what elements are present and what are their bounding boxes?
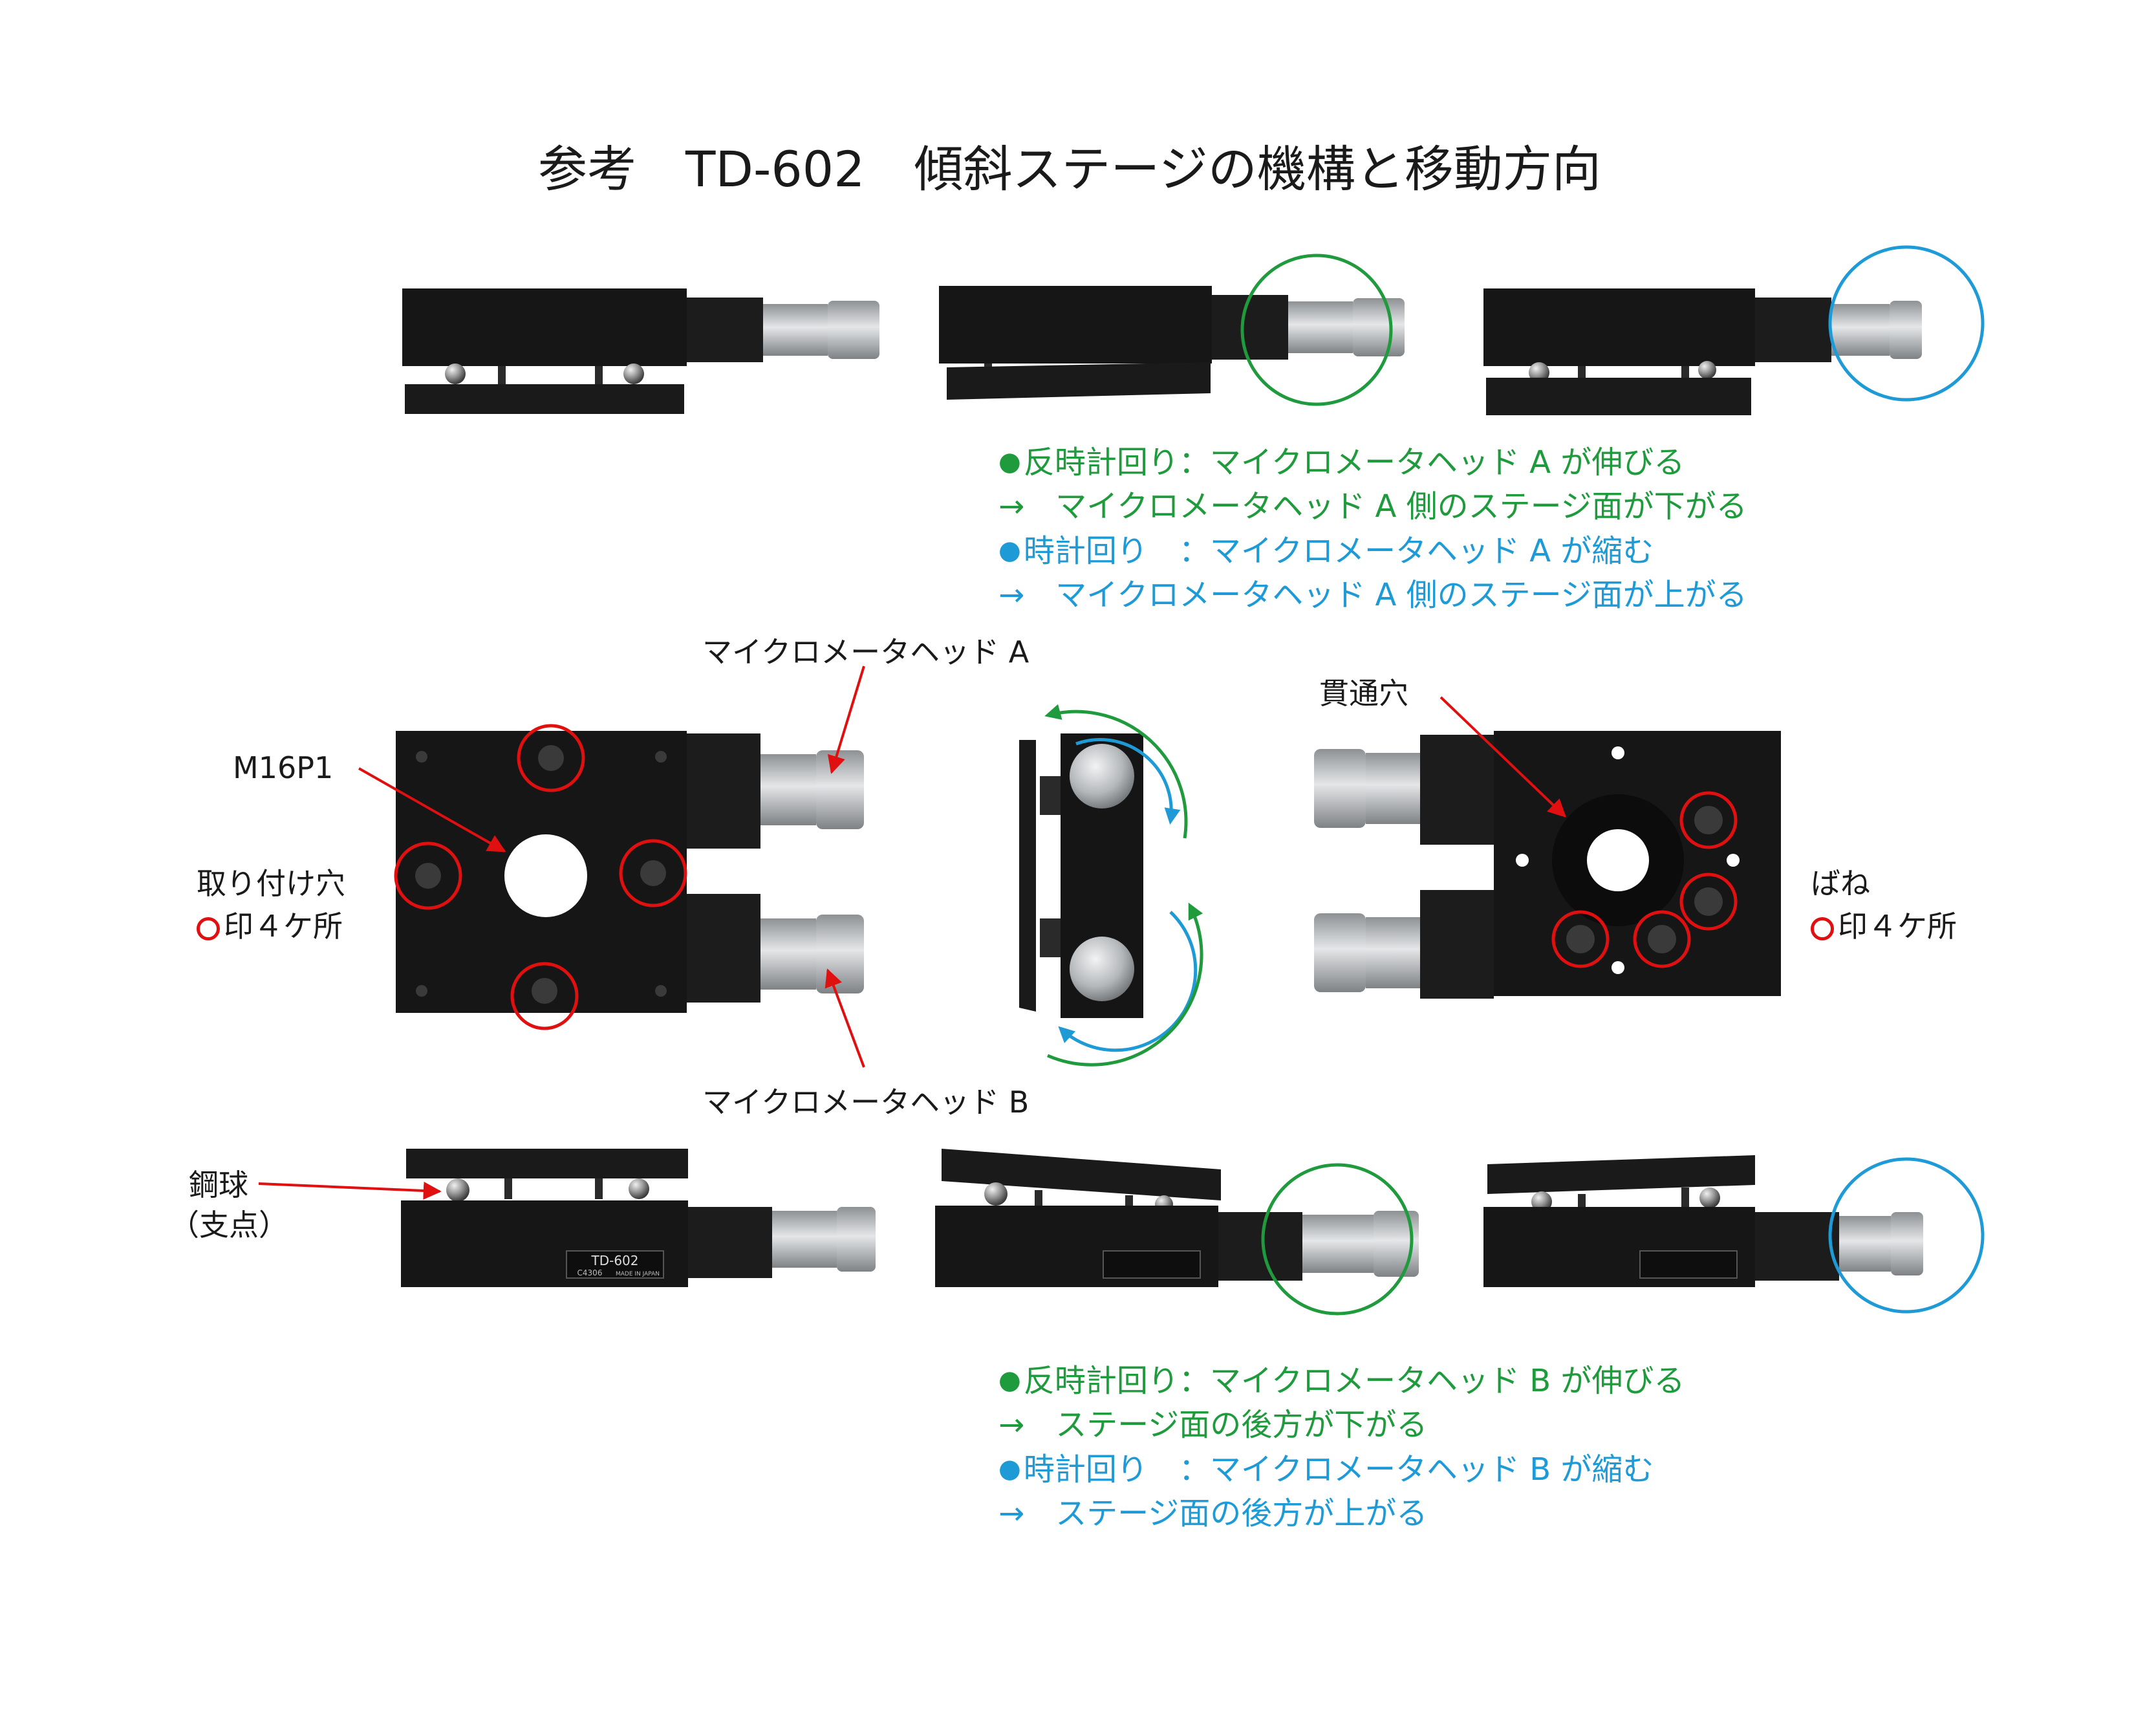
plate-code-text: C4306 bbox=[577, 1268, 603, 1277]
note-text: → マイクロメータヘッド A 側のステージ面が上がる bbox=[998, 577, 1747, 613]
plate-model-text: TD-602 bbox=[590, 1253, 638, 1268]
label-mount-hole: 取り付け穴 bbox=[197, 866, 345, 901]
bullet-dot-icon: ● bbox=[998, 447, 1021, 477]
highlight-circle-blue bbox=[1828, 245, 1985, 402]
label-spring-count-text: 印４ケ所 bbox=[1838, 909, 1957, 944]
bullet-dot-icon: ● bbox=[998, 1365, 1021, 1395]
label-through-hole: 貫通穴 bbox=[1319, 676, 1408, 711]
label-micrometer-b: マイクロメータヘッド B bbox=[702, 1085, 1029, 1120]
side-view-b-cw bbox=[1483, 1155, 1985, 1314]
note-text: → マイクロメータヘッド A 側のステージ面が下がる bbox=[998, 488, 1747, 525]
top-view-stage bbox=[394, 724, 864, 1030]
page-title: 参考 TD-602 傾斜ステージの機構と移動方向 bbox=[538, 140, 1601, 198]
label-steel-ball-fulcrum: （支点） bbox=[169, 1208, 288, 1242]
red-circle-icon bbox=[1811, 917, 1834, 940]
highlight-circle-green bbox=[1240, 254, 1393, 406]
bullet-dot-icon: ● bbox=[998, 1454, 1021, 1484]
note-text: → ステージ面の後方が上がる bbox=[998, 1495, 1428, 1532]
note-line: ●時計回り ：マイクロメータヘッド B が縮む bbox=[998, 1447, 1685, 1492]
bullet-dot-icon: ● bbox=[998, 536, 1021, 565]
note-line: → マイクロメータヘッド A 側のステージ面が上がる bbox=[998, 573, 1747, 617]
label-spring: ばね bbox=[1811, 866, 1870, 901]
highlight-circle-blue bbox=[1828, 1157, 1985, 1314]
note-line: ●反時計回り：マイクロメータヘッド A が伸びる bbox=[998, 440, 1747, 484]
note-text: 時計回り ：マイクロメータヘッド B が縮む bbox=[1023, 1451, 1654, 1488]
label-mount-hole-count: 印４ケ所 bbox=[197, 903, 343, 946]
red-circle-icon bbox=[197, 917, 220, 940]
note-text: 反時計回り：マイクロメータヘッド B が伸びる bbox=[1023, 1363, 1685, 1399]
label-m16p1: M16P1 bbox=[233, 750, 334, 785]
note-line: → マイクロメータヘッド A 側のステージ面が下がる bbox=[998, 484, 1747, 528]
side-view-b-ccw bbox=[935, 1149, 1419, 1316]
bottom-view-stage bbox=[1314, 731, 1781, 999]
callout-arrows bbox=[258, 666, 1567, 1200]
end-view-knobs bbox=[1019, 704, 1203, 1067]
note-line: ●反時計回り：マイクロメータヘッド B が伸びる bbox=[998, 1358, 1685, 1403]
side-view-a-cw bbox=[1483, 245, 1985, 415]
note-text: → ステージ面の後方が下がる bbox=[998, 1407, 1428, 1443]
side-view-a-ccw bbox=[939, 254, 1405, 406]
notes-top: ●反時計回り：マイクロメータヘッド A が伸びる→ マイクロメータヘッド A 側… bbox=[998, 440, 1747, 617]
label-spring-count: 印４ケ所 bbox=[1811, 903, 1957, 946]
side-view-a-neutral bbox=[402, 288, 879, 414]
plate-origin-text: MADE IN JAPAN bbox=[616, 1271, 660, 1277]
label-mount-hole-count-text: 印４ケ所 bbox=[224, 909, 343, 944]
notes-bottom: ●反時計回り：マイクロメータヘッド B が伸びる→ ステージ面の後方が下がる●時… bbox=[998, 1358, 1685, 1535]
note-line: → ステージ面の後方が下がる bbox=[998, 1403, 1685, 1447]
note-line: → ステージ面の後方が上がる bbox=[998, 1492, 1685, 1535]
note-text: 反時計回り：マイクロメータヘッド A が伸びる bbox=[1023, 444, 1685, 481]
side-view-b-neutral: TD-602 C4306 MADE IN JAPAN bbox=[401, 1149, 876, 1287]
note-line: ●時計回り ：マイクロメータヘッド A が縮む bbox=[998, 528, 1747, 573]
highlight-circle-green bbox=[1261, 1163, 1414, 1316]
note-text: 時計回り ：マイクロメータヘッド A が縮む bbox=[1023, 533, 1654, 569]
label-steel-ball: 鋼球 bbox=[189, 1167, 248, 1202]
label-micrometer-a: マイクロメータヘッド A bbox=[702, 635, 1029, 669]
